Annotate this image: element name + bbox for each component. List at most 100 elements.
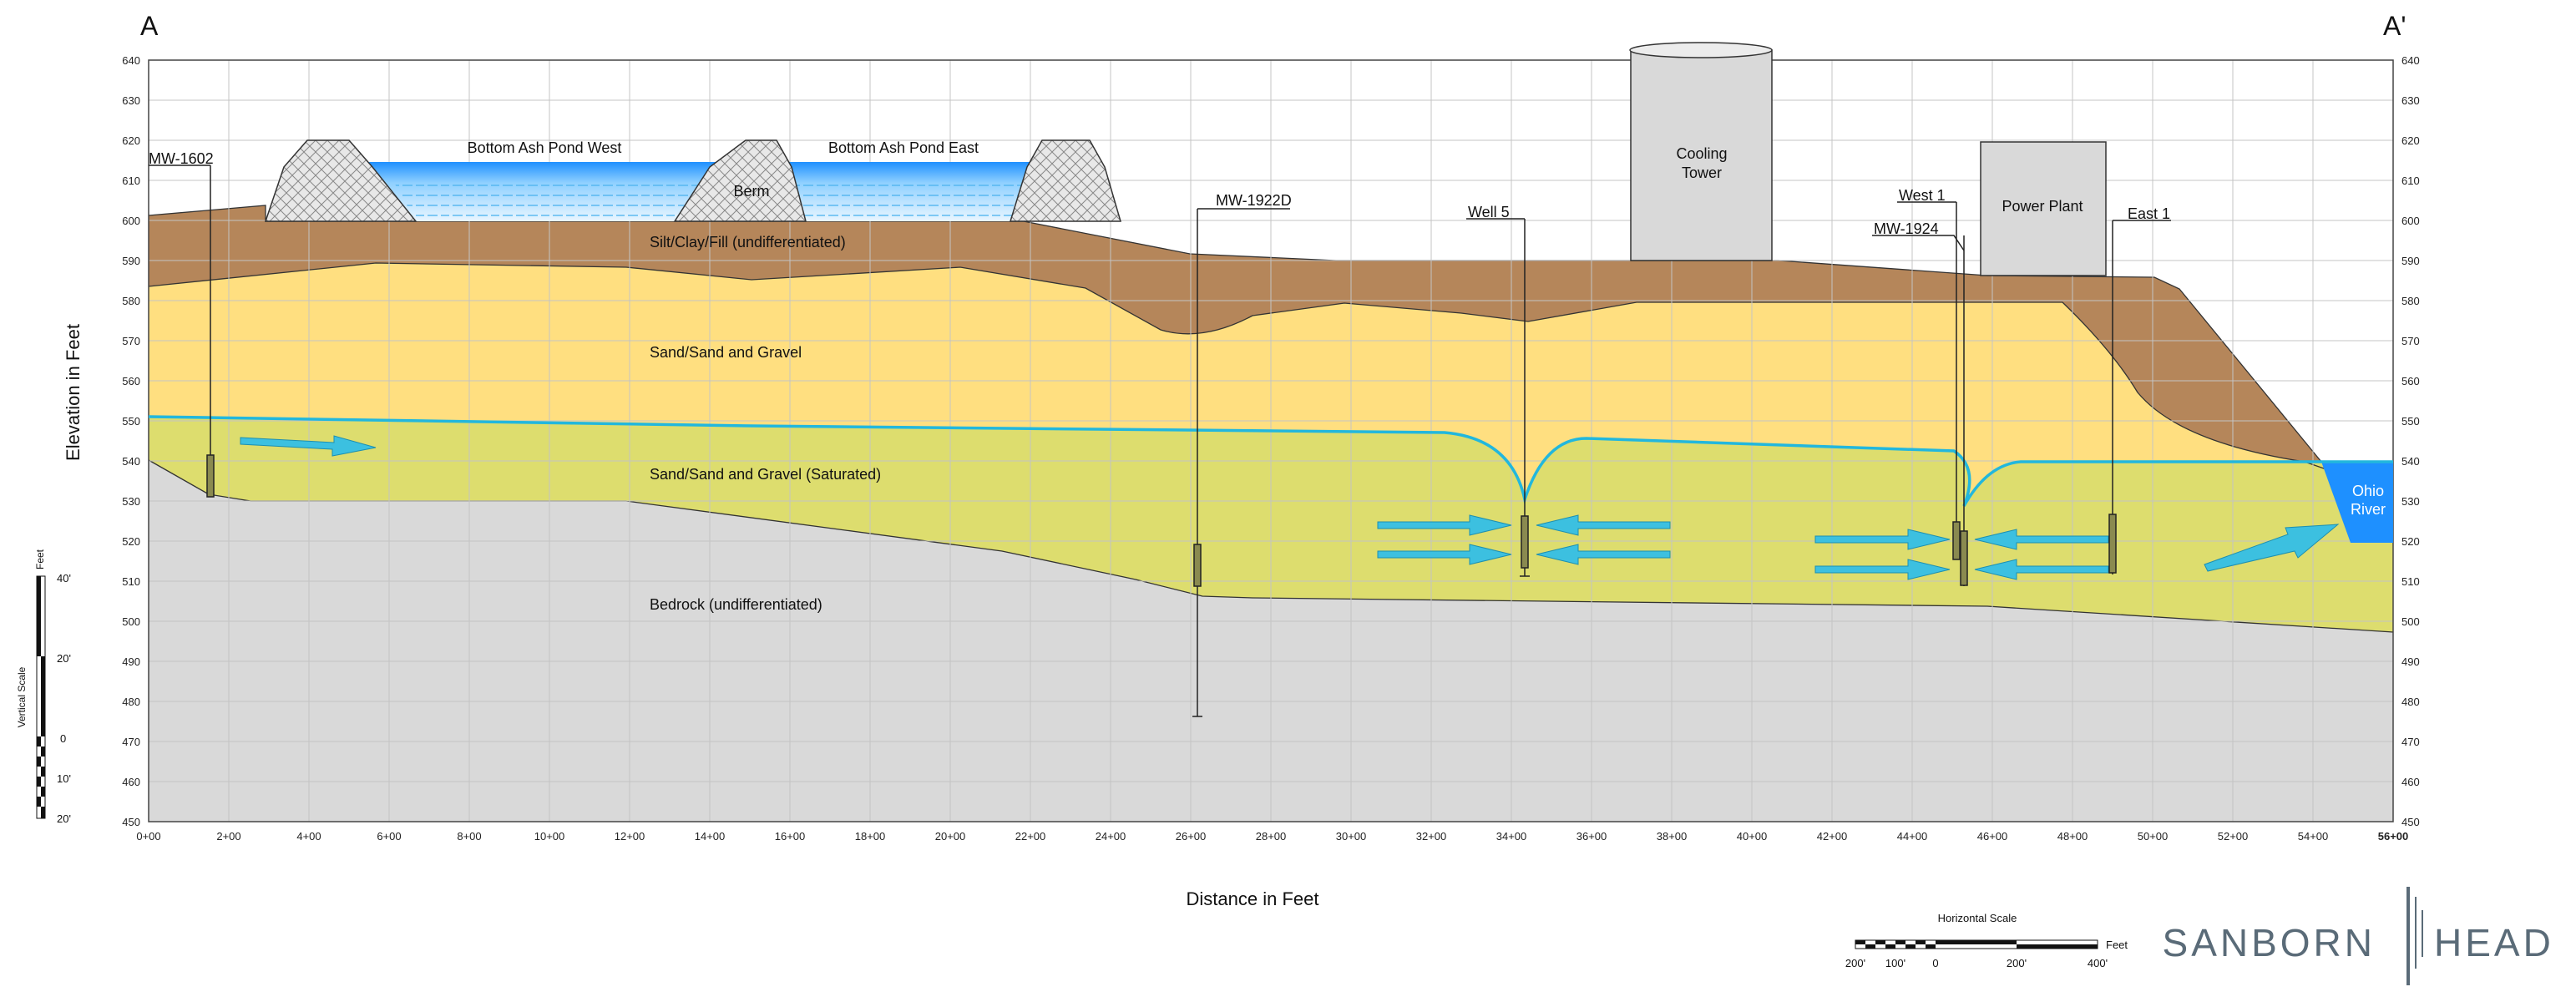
y-tick-label-right: 610 xyxy=(2401,175,2420,187)
x-tick-label: 26+00 xyxy=(1176,830,1207,843)
x-tick-label: 10+00 xyxy=(534,830,565,843)
y-tick-label-left: 610 xyxy=(122,175,140,187)
horizontal-scale-bar: Horizontal Scale Feet 200' 100' 0 200' 4… xyxy=(1845,912,2128,969)
y-tick-label-left: 550 xyxy=(122,415,140,428)
flow-arrow xyxy=(1814,529,1951,550)
logo-left-text: SANBORN xyxy=(2163,921,2376,964)
y-tick-label-left: 560 xyxy=(122,375,140,387)
west-dike xyxy=(264,139,418,222)
flow-arrow xyxy=(1974,529,2109,550)
y-tick-label-right: 550 xyxy=(2401,415,2420,428)
east-dike xyxy=(1009,139,1122,222)
vertical-scale-label: 10' xyxy=(57,772,71,785)
x-tick-label: 20+00 xyxy=(935,830,966,843)
berm xyxy=(673,139,807,222)
bedrock-label: Bedrock (undifferentiated) xyxy=(650,596,822,613)
y-tick-label-left: 500 xyxy=(122,615,140,628)
x-tick-label: 6+00 xyxy=(377,830,401,843)
y-tick-label-left: 460 xyxy=(122,776,140,788)
y-tick-label-right: 580 xyxy=(2401,295,2420,307)
flow-arrows xyxy=(240,435,2340,580)
y-tick-label-right: 460 xyxy=(2401,776,2420,788)
y-tick-label-left: 640 xyxy=(122,54,140,67)
vertical-scale-title: Vertical Scale xyxy=(16,666,28,727)
y-tick-label-right: 600 xyxy=(2401,215,2420,227)
flow-arrow xyxy=(240,435,377,457)
sand-label: Sand/Sand and Gravel xyxy=(650,344,802,361)
cooling-tower-label-2: Tower xyxy=(1682,164,1722,181)
wells xyxy=(149,164,2171,717)
y-tick-label-right: 570 xyxy=(2401,335,2420,347)
flow-arrow xyxy=(1536,514,1671,536)
x-tick-label: 8+00 xyxy=(457,830,481,843)
well5-label: Well 5 xyxy=(1468,204,1510,220)
vertical-scale-unit: Feet xyxy=(34,549,46,569)
x-tick-label: 54+00 xyxy=(2298,830,2329,843)
x-tick-label: 4+00 xyxy=(296,830,321,843)
x-tick-label: 36+00 xyxy=(1576,830,1607,843)
plot-border xyxy=(148,59,2394,822)
section-end-label: A' xyxy=(2383,11,2406,41)
flow-arrow xyxy=(1377,514,1512,536)
well-mw1924 xyxy=(1872,235,1968,586)
x-tick-label: 16+00 xyxy=(775,830,806,843)
y-tick-label-left: 510 xyxy=(122,575,140,588)
y-tick-label-right: 490 xyxy=(2401,655,2420,668)
berm-label: Berm xyxy=(733,183,769,200)
y-tick-label-left: 480 xyxy=(122,696,140,708)
y-tick-label-left: 590 xyxy=(122,255,140,267)
flow-arrow xyxy=(1814,559,1951,580)
y-tick-label-left: 600 xyxy=(122,215,140,227)
vertical-scale-label: 40' xyxy=(57,572,71,585)
y-tick-label-left: 630 xyxy=(122,94,140,107)
x-tick-label: 18+00 xyxy=(855,830,886,843)
vertical-scale-bar: Vertical Scale Feet 40' 20' 0 10' 20' xyxy=(16,549,71,825)
well-mw1602 xyxy=(149,164,215,498)
horizontal-scale-unit: Feet xyxy=(2106,939,2128,951)
silt-label: Silt/Clay/Fill (undifferentiated) xyxy=(650,234,846,251)
west1-label: West 1 xyxy=(1899,187,1946,204)
mw1924-label: MW-1924 xyxy=(1874,220,1939,237)
vertical-scale-label: 20' xyxy=(57,812,71,825)
river-label-2: River xyxy=(2351,501,2386,518)
x-tick-label: 42+00 xyxy=(1817,830,1848,843)
y-tick-label-right: 640 xyxy=(2401,54,2420,67)
well-mw1922d xyxy=(1192,208,1290,717)
horizontal-scale-label: 200' xyxy=(2007,957,2027,969)
well-5 xyxy=(1466,218,1530,577)
x-tick-label: 22+00 xyxy=(1015,830,1046,843)
cooling-tower xyxy=(1629,42,1773,261)
x-tick-label: 28+00 xyxy=(1256,830,1287,843)
y-tick-label-left: 620 xyxy=(122,134,140,147)
y-tick-label-left: 470 xyxy=(122,736,140,748)
x-tick-label: 14+00 xyxy=(695,830,726,843)
sanborn-head-logo: SANBORN HEAD xyxy=(2163,887,2551,985)
water-table-line xyxy=(148,415,2393,507)
y-tick-label-left: 580 xyxy=(122,295,140,307)
y-tick-label-left: 490 xyxy=(122,655,140,668)
section-start-label: A xyxy=(140,11,159,41)
y-tick-label-left: 530 xyxy=(122,495,140,508)
flow-arrow xyxy=(1974,559,2109,580)
y-tick-label-left: 570 xyxy=(122,335,140,347)
pond-east-label: Bottom Ash Pond East xyxy=(828,139,979,156)
mw1922d-label: MW-1922D xyxy=(1216,192,1292,209)
y-tick-label-right: 480 xyxy=(2401,696,2420,708)
x-axis-title: Distance in Feet xyxy=(1187,888,1319,909)
power-plant-label: Power Plant xyxy=(2002,198,2083,215)
flow-arrow xyxy=(1377,544,1512,565)
y-tick-label-left: 520 xyxy=(122,535,140,548)
pond-west-label: Bottom Ash Pond West xyxy=(468,139,622,156)
x-tick-label: 0+00 xyxy=(136,830,160,843)
y-tick-label-right: 530 xyxy=(2401,495,2420,508)
well-west1 xyxy=(1897,201,1961,560)
x-tick-label: 52+00 xyxy=(2218,830,2249,843)
ohio-river xyxy=(2321,462,2393,543)
flow-arrow xyxy=(2204,524,2340,572)
river-label-1: Ohio xyxy=(2352,483,2384,499)
y-tick-label-right: 450 xyxy=(2401,816,2420,828)
vertical-scale-label: 20' xyxy=(57,652,71,665)
x-tick-label: 38+00 xyxy=(1657,830,1688,843)
y-tick-label-right: 540 xyxy=(2401,455,2420,468)
